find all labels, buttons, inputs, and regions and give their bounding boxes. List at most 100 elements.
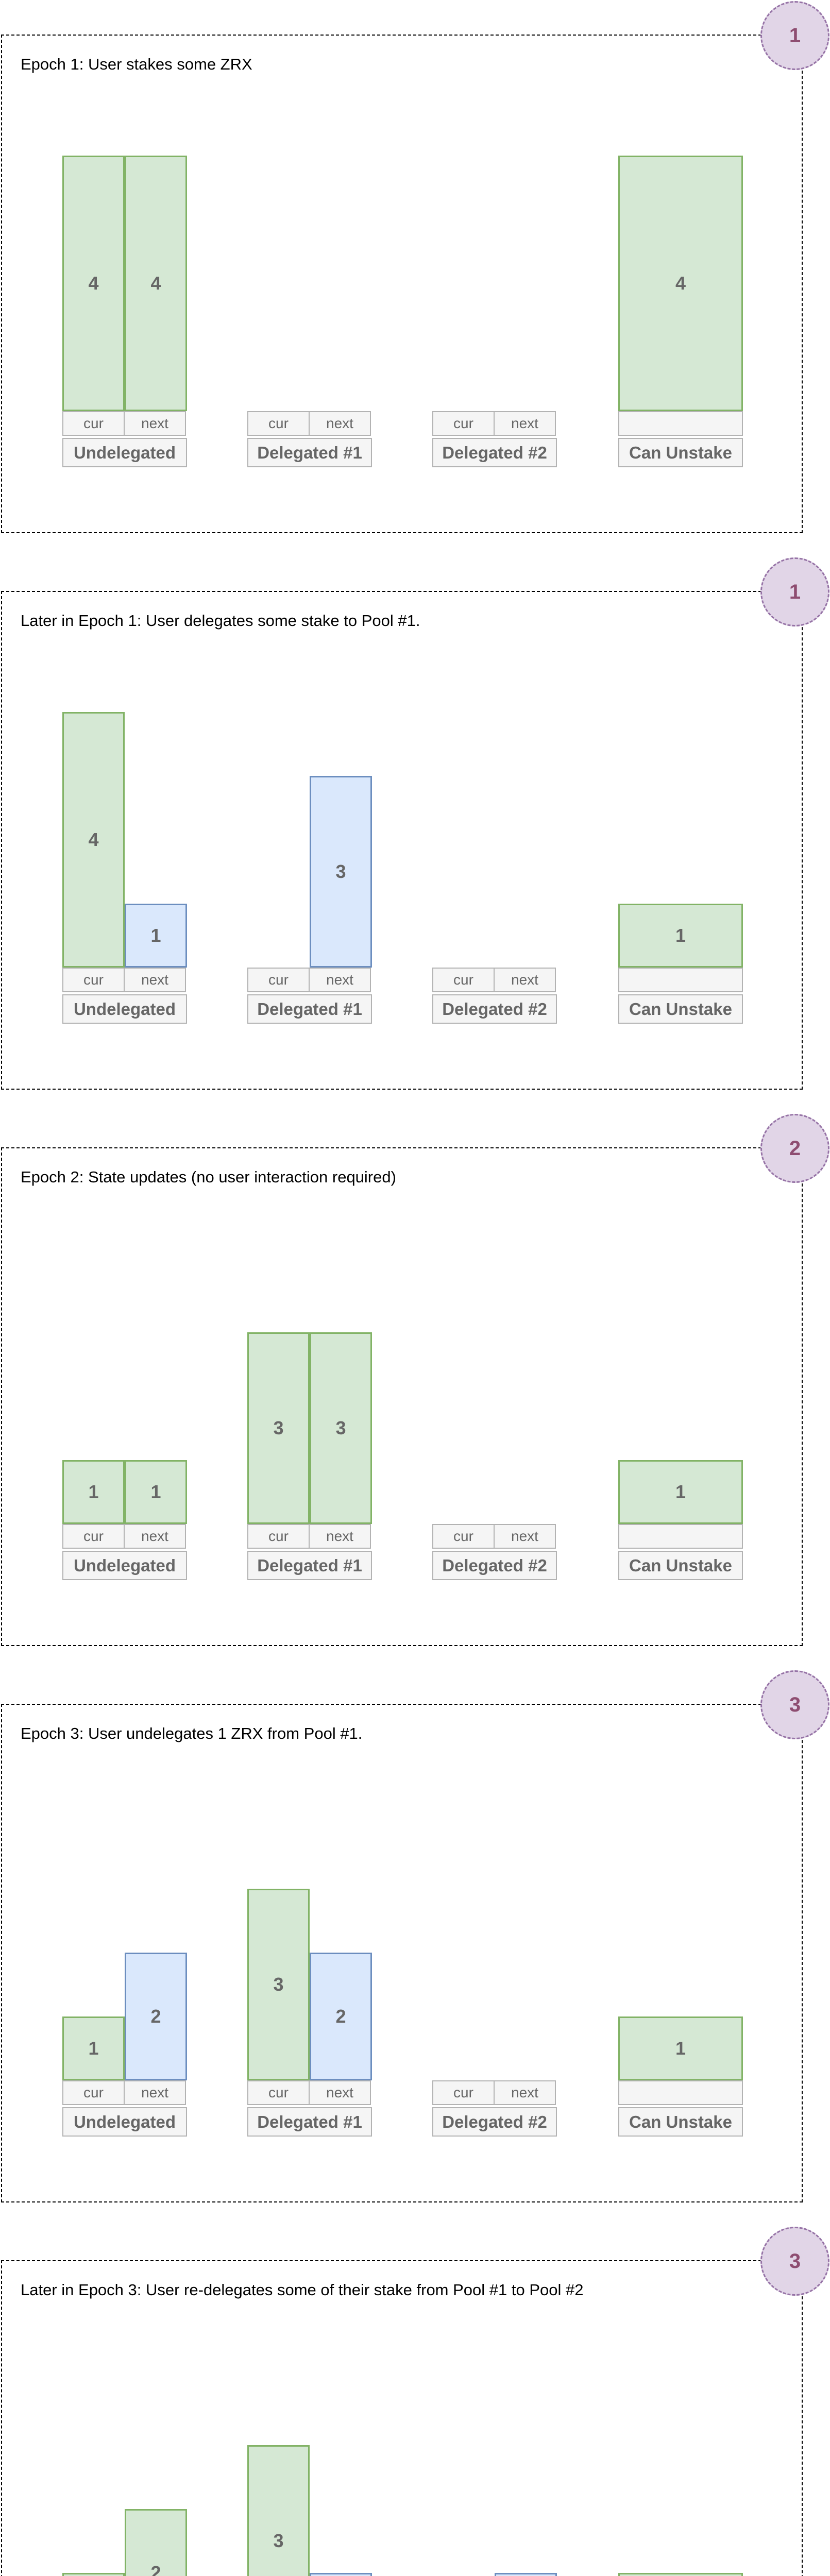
bar-value: 1 [88, 2038, 99, 2059]
bar-value: 4 [150, 273, 161, 294]
bar-value: 1 [675, 2038, 686, 2059]
bar-cur-delegated-1: 3 [247, 1889, 310, 2080]
header-cell-next: next [494, 968, 556, 992]
panel-title: Epoch 1: User stakes some ZRX [21, 55, 252, 73]
bar-value: 3 [273, 1417, 284, 1438]
header-cell-next: next [494, 2080, 556, 2105]
header-cell-next: next [494, 411, 556, 436]
bar-value: 3 [335, 861, 346, 882]
header-cell-next: next [309, 2080, 371, 2105]
bar-full-can-unstake: 1 [618, 2573, 743, 2576]
header-cell-next: next [309, 968, 371, 992]
bar-value: 4 [88, 273, 99, 294]
bar-cur-undelegated: 1 [62, 2573, 125, 2576]
bar-value: 3 [273, 2530, 284, 2551]
bar-cur-delegated-1: 3 [247, 2445, 310, 2576]
header-row [618, 2080, 743, 2105]
header-cell-next: next [494, 1524, 556, 1549]
panel-chart: 12curnextUndelegated31curnextDelegated #… [2, 2261, 802, 2576]
header-cell-cur: cur [432, 2080, 495, 2105]
bar-next-delegated-2: 1 [495, 2573, 557, 2576]
epoch-badge: 1 [760, 1, 829, 70]
bar-cur-undelegated: 4 [62, 712, 125, 968]
panel-title: Later in Epoch 3: User re-delegates some… [21, 2281, 584, 2299]
header-cell-cur: cur [432, 1524, 495, 1549]
header-cell-next: next [124, 968, 186, 992]
epoch-badge: 2 [760, 1114, 829, 1183]
group-label-delegated-2: Delegated #2 [432, 438, 557, 467]
bar-group-delegated-1: 31curnextDelegated #1 [247, 2261, 372, 2576]
bar-full-can-unstake: 1 [618, 2016, 743, 2080]
bar-cur-undelegated: 1 [62, 1460, 125, 1524]
header-cell-empty [618, 2080, 743, 2105]
bar-value: 1 [675, 1481, 686, 1502]
header-cell-empty [618, 968, 743, 992]
header-row [618, 411, 743, 436]
group-label-undelegated: Undelegated [62, 1551, 187, 1580]
group-label-delegated-2: Delegated #2 [432, 994, 557, 1024]
epoch-badge-number: 3 [789, 2249, 801, 2273]
header-row [618, 1524, 743, 1549]
bar-next-undelegated: 2 [125, 1953, 187, 2080]
bar-next-undelegated: 4 [125, 156, 187, 411]
bar-value: 2 [150, 2006, 161, 2027]
epoch-panel-5: 3 Later in Epoch 3: User re-delegates so… [1, 2227, 829, 2576]
group-label-delegated-1: Delegated #1 [247, 2107, 372, 2137]
group-label-can-unstake: Can Unstake [618, 1551, 743, 1580]
header-cell-next: next [124, 2080, 186, 2105]
header-cell-empty [618, 1524, 743, 1549]
bar-value: 3 [335, 1417, 346, 1438]
panel-title: Epoch 2: State updates (no user interact… [21, 1168, 396, 1186]
bar-value: 1 [88, 1481, 99, 1502]
panel-title: Later in Epoch 1: User delegates some st… [21, 612, 420, 630]
header-cell-cur: cur [62, 411, 125, 436]
group-label-can-unstake: Can Unstake [618, 994, 743, 1024]
epoch-badge-number: 3 [789, 1693, 801, 1716]
bar-value: 1 [150, 1481, 161, 1502]
group-label-delegated-1: Delegated #1 [247, 438, 372, 467]
bar-cur-undelegated: 1 [62, 2016, 125, 2080]
bar-cur-undelegated: 4 [62, 156, 125, 411]
bar-cur-delegated-1: 3 [247, 1332, 310, 1524]
epoch-badge-number: 2 [789, 1137, 801, 1160]
bar-value: 3 [273, 1974, 284, 1995]
header-cell-cur: cur [247, 2080, 310, 2105]
bar-full-can-unstake: 4 [618, 156, 743, 411]
header-cell-cur: cur [247, 968, 310, 992]
bar-full-can-unstake: 1 [618, 904, 743, 968]
header-cell-cur: cur [247, 411, 310, 436]
group-label-can-unstake: Can Unstake [618, 438, 743, 467]
bar-next-undelegated: 2 [125, 2509, 187, 2576]
group-label-undelegated: Undelegated [62, 438, 187, 467]
epoch-badge: 3 [760, 2227, 829, 2296]
group-label-can-unstake: Can Unstake [618, 2107, 743, 2137]
